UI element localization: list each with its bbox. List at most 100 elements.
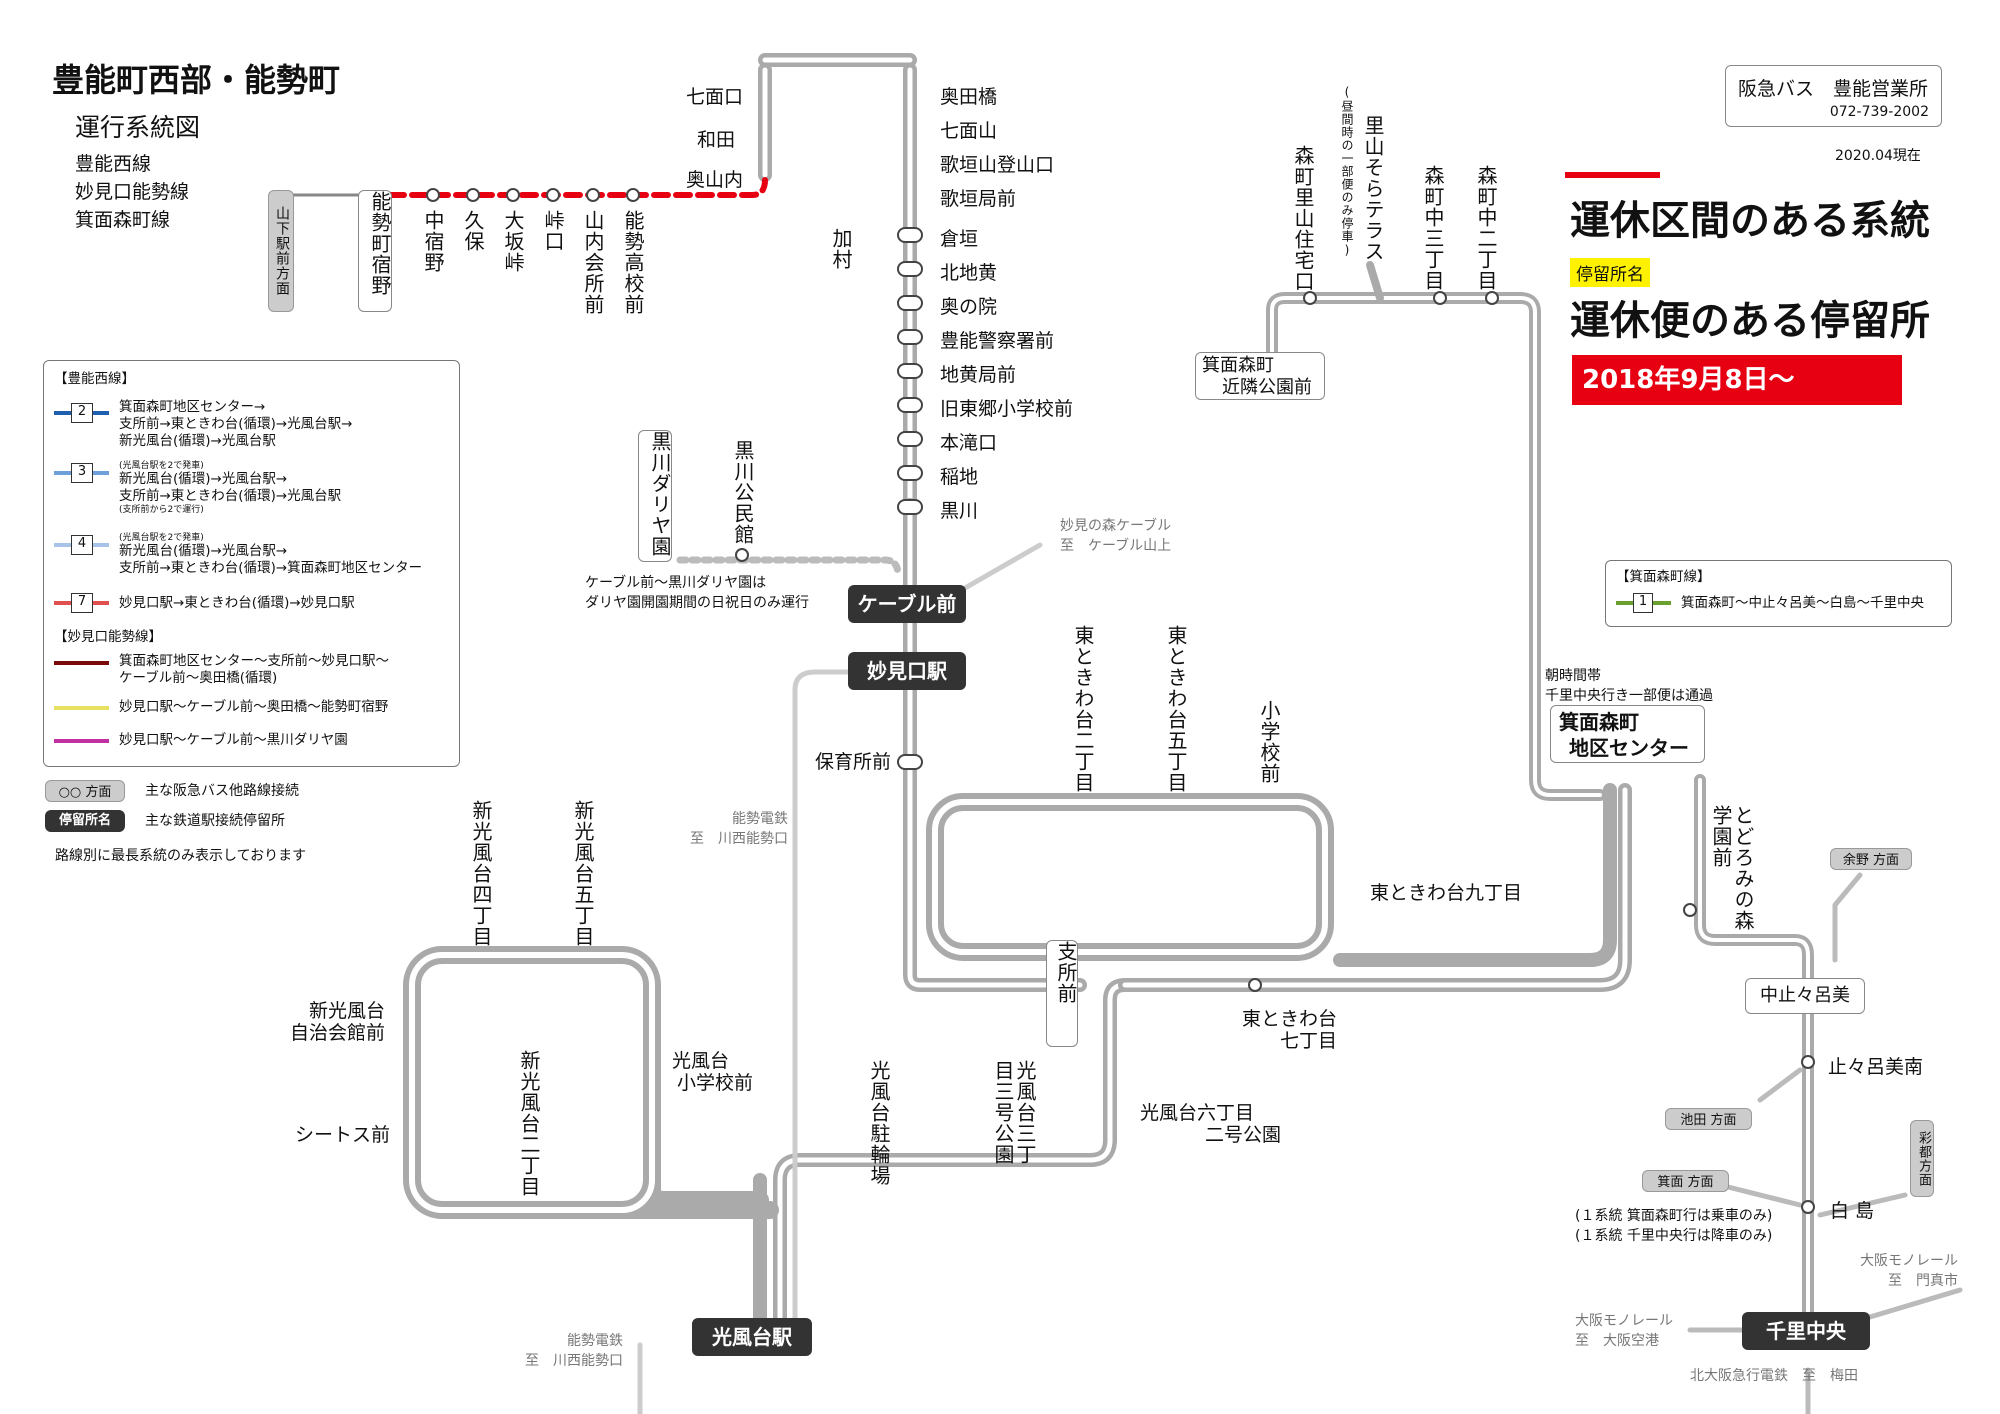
legend-myoken-3: 妙見口駅〜ケーブル前〜黒川ダリヤ園 [119, 732, 348, 748]
route-color-myoken-2 [54, 706, 109, 710]
legend-text: 支所前→東ときわ台(循環)→光風台駅→ [119, 416, 353, 432]
legend-text: 新光風台(循環)→光風台駅 [119, 433, 276, 449]
stop-nakatodoromi: 中止々呂美 [1745, 978, 1865, 1014]
stop: 七面口 [686, 86, 744, 108]
stop: 奥の院 [940, 296, 998, 318]
stop-dahlia: 黒川ダリヤ園 [638, 430, 672, 562]
stop: 和田 [697, 129, 736, 151]
stop-name: 新光風台 [309, 1000, 386, 1022]
stop: 大坂峠 [501, 210, 525, 273]
stop: 新光風台二丁目 [517, 1050, 541, 1197]
route-num: 7 [71, 593, 93, 613]
stop: 中宿野 [421, 210, 445, 273]
stop: 里山そらテラス [1361, 115, 1385, 262]
note-text: (１系統 箕面森町行は乗車のみ) [1575, 1208, 1773, 1224]
stop: 山内会所前 [581, 210, 605, 315]
stop: 東ときわ台二丁目 [1071, 625, 1095, 793]
key-text: 主な鉄道駅接続停留所 [145, 813, 285, 829]
cable-line-note: 妙見の森ケーブル 至 ケーブル山上 [1060, 515, 1171, 555]
station-minomo: 箕面森町 地区センター [1550, 705, 1705, 763]
note-text: 妙見の森ケーブル [1060, 518, 1172, 534]
as-of-date: 2020.04現在 [1835, 148, 1921, 164]
note-text: 能勢電鉄 [732, 811, 788, 827]
legend-section: 【妙見口能勢線】 [54, 629, 162, 645]
line-list: 豊能西線 妙見口能勢線 箕面森町線 [75, 150, 189, 234]
stop-higashi7: 東ときわ台 七丁目 [1230, 1008, 1337, 1052]
legend-text: 支所前→東ときわ台(循環)→光風台駅 [119, 488, 342, 504]
railway-note: 能勢電鉄 至 川西能勢口 [690, 808, 788, 848]
notice-date: 2018年9月8日〜 [1572, 355, 1902, 405]
legend-text: 新光風台(循環)→光風台駅→ [119, 543, 288, 559]
stop-name: 箕面森町 [1202, 355, 1274, 376]
note-text: 至 川西能勢口 [525, 1353, 623, 1369]
legend-route-2: 箕面森町地区センター→ 支所前→東ときわ台(循環)→光風台駅→ 新光風台(循環)… [119, 399, 352, 450]
station-kofudai: 光風台駅 [692, 1318, 812, 1356]
monorail-note-2: 大阪モノレール 至 大阪空港 [1575, 1310, 1673, 1350]
note-text: 能勢電鉄 [567, 1333, 623, 1349]
stop: 北地黄 [940, 262, 998, 284]
office-box: 阪急バス 豊能営業所 072-739-2002 [1725, 65, 1942, 127]
direction-pill: 余野 方面 [1830, 848, 1912, 870]
route-num: 2 [71, 403, 93, 423]
station-cable: ケーブル前 [848, 585, 966, 623]
line-name: 豊能西線 [75, 153, 152, 175]
office-phone: 072-739-2002 [1829, 104, 1929, 120]
stop: 新光風台四丁目 [469, 800, 493, 947]
legend-route-3: (光風台駅を2で発車) 新光風台(循環)→光風台駅→ 支所前→東ときわ台(循環)… [119, 461, 341, 515]
legend-route-7: 妙見口駅→東ときわ台(循環)→妙見口駅 [119, 595, 355, 611]
stop: 奥田橋 [940, 86, 998, 108]
stop: 加村 [829, 228, 853, 270]
mino-legend: 【箕面森町線】 1 箕面森町〜中止々呂美〜白島〜千里中央 [1605, 560, 1952, 627]
route-num: 1 [1633, 593, 1653, 613]
legend-myoken-2: 妙見口駅〜ケーブル前〜奥田橋〜能勢町宿野 [119, 699, 389, 715]
stop: 黒川 [940, 500, 979, 522]
legend-text: 箕面森町地区センター→ [119, 399, 266, 415]
stop: 久保 [461, 210, 485, 252]
stop: 旧東郷小学校前 [940, 398, 1074, 420]
stop: 七面山 [940, 120, 998, 142]
stop-name: 二号公園 [1205, 1124, 1282, 1146]
stop: 東ときわ台九丁目 [1370, 882, 1523, 904]
stop: 森町里山住宅口 [1291, 145, 1315, 292]
stop: 森町中三丁目 [1421, 165, 1445, 291]
stop-note: (昼間時の一部便のみ停車) [1340, 85, 1354, 258]
line-name: 妙見口能勢線 [75, 181, 190, 203]
stop: 黒川公民館 [731, 440, 755, 545]
route-num: 3 [71, 463, 93, 483]
stop: 保育所前 [815, 751, 892, 773]
stop: 小学校前 [1257, 700, 1281, 784]
stop-kofudai6: 光風台六丁目 二号公園 [1140, 1102, 1281, 1146]
note-text: ケーブル前〜黒川ダリヤ園は [585, 575, 767, 591]
shirashima-notes: (１系統 箕面森町行は乗車のみ) (１系統 千里中央行は降車のみ) [1575, 1205, 1772, 1245]
note-text: 大阪モノレール [1575, 1313, 1673, 1329]
legend-note: (光風台駅を2で発車) [119, 461, 204, 471]
stop-name: 東ときわ台 [1242, 1008, 1338, 1030]
office-name: 阪急バス 豊能営業所 [1738, 78, 1929, 100]
stop: 歌垣局前 [940, 188, 1017, 210]
station-name: 地区センター [1569, 736, 1689, 760]
legend-text: 新光風台(循環)→光風台駅→ [119, 471, 288, 487]
stop: 地黄局前 [940, 364, 1017, 386]
legend-section: 【豊能西線】 [54, 371, 135, 387]
stop-kinrin: 箕面森町 近隣公園前 [1195, 352, 1325, 400]
key-note: 路線別に最長系統のみ表示しております [55, 848, 307, 864]
stop-name: 光風台六丁目 [1140, 1102, 1255, 1124]
legend-section: 【箕面森町線】 [1616, 569, 1711, 585]
stop: 奥山内 [686, 169, 744, 191]
legend-myoken-1: 箕面森町地区センター〜支所前〜妙見口駅〜 ケーブル前〜奥田橋(循環) [119, 653, 389, 687]
station-myoken: 妙見口駅 [848, 652, 966, 690]
dahlia-note: ケーブル前〜黒川ダリヤ園は ダリヤ園開園期間の日祝日のみ運行 [585, 572, 809, 612]
note-text: 至 川西能勢口 [690, 831, 788, 847]
stop-nose: 能勢町宿野 [358, 190, 392, 312]
stop: 止々呂美南 [1828, 1056, 1924, 1078]
stop-kofudai-school: 光風台 小学校前 [672, 1050, 753, 1094]
map-subtitle: 運行系統図 [75, 113, 201, 142]
stop: 東ときわ台五丁目 [1164, 625, 1188, 793]
note-text: 至 ケーブル山上 [1060, 538, 1172, 554]
note-text: (１系統 千里中央行は降車のみ) [1575, 1228, 1773, 1244]
yamashita-direction: 山下駅前方面 [268, 190, 294, 312]
stop-name: 近隣公園前 [1222, 377, 1312, 398]
railway-note-2: 能勢電鉄 至 川西能勢口 [525, 1330, 623, 1370]
route-num: 4 [71, 535, 93, 555]
